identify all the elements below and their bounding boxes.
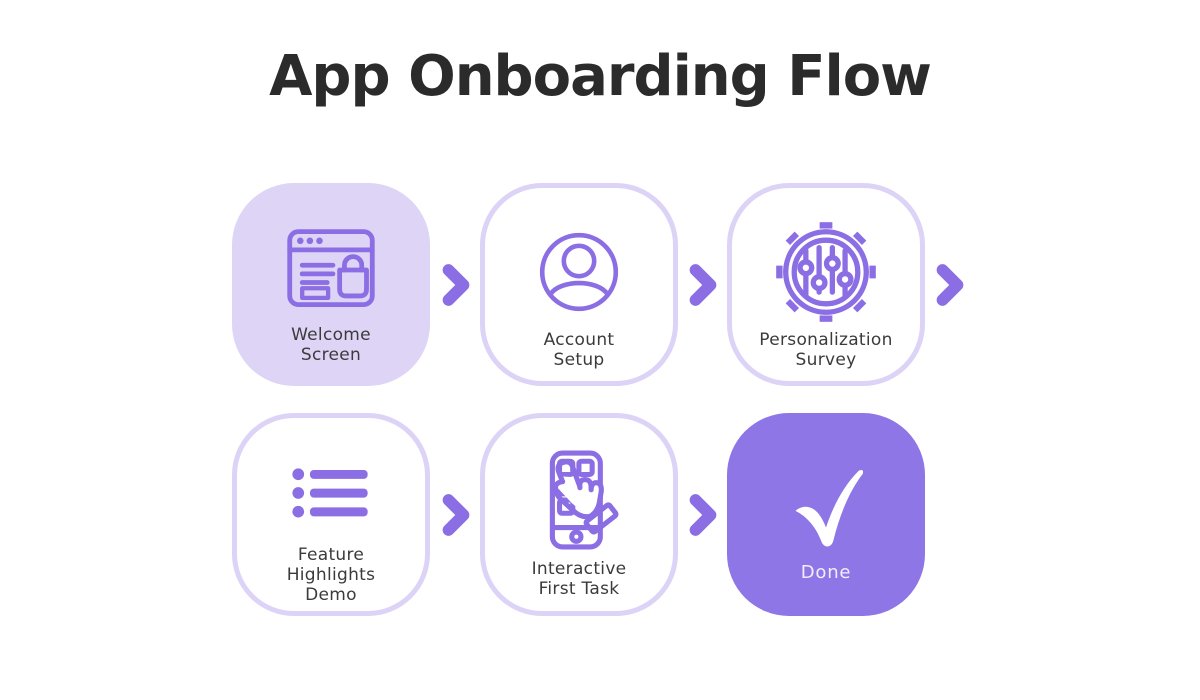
page-title: App Onboarding Flow [269,44,932,109]
step-label: Personalization Survey [759,330,893,371]
step-label: Interactive First Task [531,559,627,600]
step-card-feature-highlights-demo: Feature Highlights Demo [232,413,430,616]
step-card-account-setup: Account Setup [480,183,678,386]
browser-shopping-icon [283,216,379,318]
chevron-right-icon [688,492,718,538]
gear-sliders-icon [773,221,879,323]
chevron-right-icon [441,262,471,308]
step-label: Welcome Screen [291,325,371,366]
chevron-right-icon [935,262,965,308]
step-label: Done [800,562,852,583]
checkmark-icon [789,459,863,553]
step-label: Feature Highlights Demo [286,545,376,606]
bullet-list-icon [292,446,370,540]
user-avatar-icon [533,221,625,323]
step-card-done: Done [727,413,925,616]
step-card-interactive-first-task: Interactive First Task [480,413,678,616]
step-card-personalization-survey: Personalization Survey [727,183,925,386]
step-card-welcome-screen: Welcome Screen [232,183,430,386]
phone-tap-icon [533,448,625,552]
chevron-right-icon [688,262,718,308]
step-label: Account Setup [543,330,615,371]
chevron-right-icon [441,492,471,538]
